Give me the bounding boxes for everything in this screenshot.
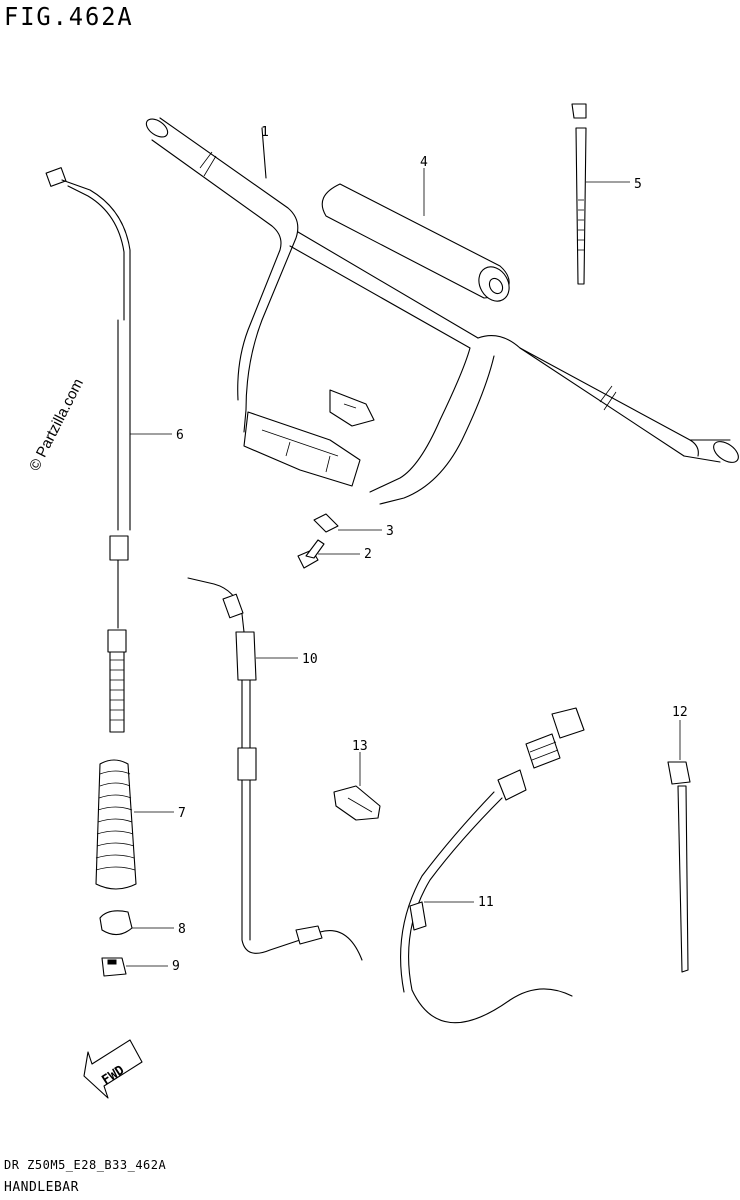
callout-1: 1: [261, 125, 269, 140]
cable-tie-part[interactable]: [571, 103, 630, 285]
handlebar-pad-part[interactable]: [321, 168, 515, 307]
throttle-cable-10-part[interactable]: [187, 577, 363, 961]
callout-3: 3: [386, 524, 394, 539]
bolt-part[interactable]: [297, 539, 360, 569]
cable-tie-mount-part[interactable]: [667, 720, 691, 973]
callout-4: 4: [420, 155, 428, 170]
callout-6: 6: [176, 428, 184, 443]
handlebar-part[interactable]: [143, 115, 740, 505]
cap-part[interactable]: [99, 910, 174, 936]
diagram-code: DR Z50M5_E28_B33_462A: [4, 1158, 167, 1172]
callout-2: 2: [364, 547, 372, 562]
callout-12: 12: [672, 705, 688, 720]
callout-7: 7: [178, 806, 186, 821]
boot-part[interactable]: [95, 759, 174, 890]
callout-10: 10: [302, 652, 318, 667]
callout-5: 5: [634, 177, 642, 192]
figure-title: FIG.462A: [4, 2, 134, 31]
throttle-cable-part[interactable]: [45, 167, 172, 733]
callout-9: 9: [172, 959, 180, 974]
forward-arrow-icon: FWD: [83, 1039, 143, 1099]
callout-11: 11: [478, 895, 494, 910]
diagram-title: HANDLEBAR: [4, 1180, 79, 1195]
callout-8: 8: [178, 922, 186, 937]
grommet-part[interactable]: [101, 957, 168, 977]
cable-clamp-part[interactable]: [333, 752, 381, 821]
choke-cable-part[interactable]: [400, 707, 585, 1024]
callout-13: 13: [352, 739, 368, 754]
nut-part[interactable]: [313, 513, 382, 533]
